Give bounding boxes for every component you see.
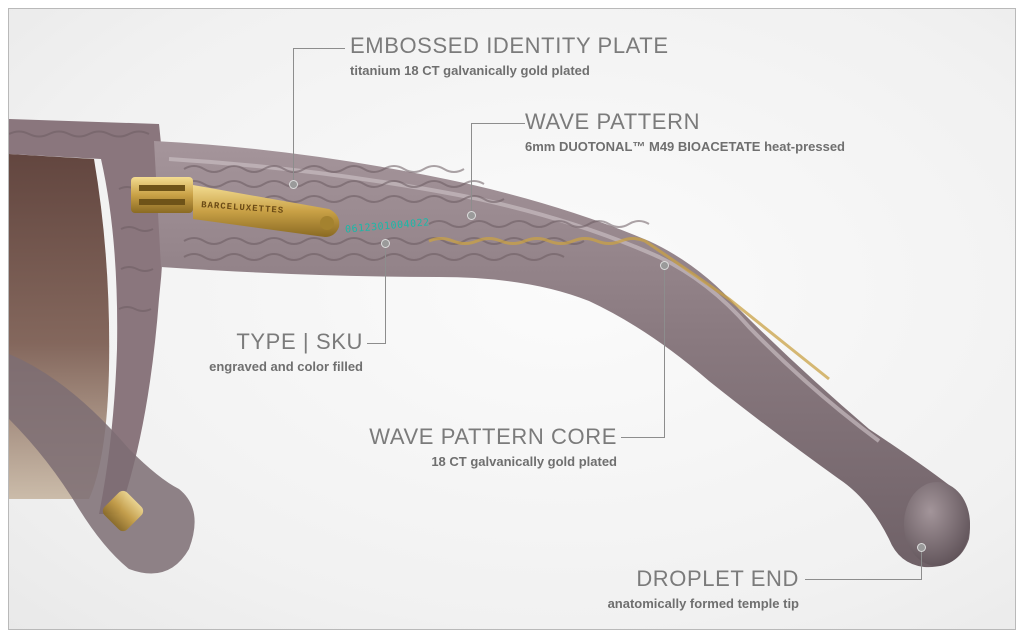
far-temple-arm: [9, 354, 195, 574]
callout-wave-pattern: WAVE PATTERN 6mm DUOTONAL™ M49 BIOACETAT…: [525, 109, 845, 154]
far-temple-gold-plate: [102, 490, 144, 532]
callout-subtitle: 6mm DUOTONAL™ M49 BIOACETATE heat-presse…: [525, 139, 845, 154]
callout-droplet-end: DROPLET END anatomically formed temple t…: [549, 566, 799, 611]
leader-dot-sku: [381, 239, 390, 248]
callout-wave-pattern-core: WAVE PATTERN CORE 18 CT galvanically gol…: [349, 424, 617, 469]
leader-sku-h: [367, 343, 386, 344]
callout-title: DROPLET END: [636, 566, 799, 591]
callout-title: WAVE PATTERN: [525, 109, 701, 134]
callout-subtitle: engraved and color filled: [209, 359, 363, 374]
leader-sku-v: [385, 243, 386, 343]
temple-arm: [154, 141, 970, 568]
leader-core-v: [664, 265, 665, 437]
wave-pattern-core: [428, 237, 830, 381]
callout-title: WAVE PATTERN CORE: [369, 424, 617, 449]
leader-dot-embossed: [289, 180, 298, 189]
leader-embossed-h: [293, 48, 345, 49]
leader-dot-wave: [467, 211, 476, 220]
leader-droplet-v: [921, 547, 922, 580]
droplet-end: [904, 482, 970, 566]
product-photo-frame: BARCELUXETTES 0612301004022 EMBOSSED IDE…: [8, 8, 1016, 630]
callout-title: TYPE | SKU: [236, 329, 363, 354]
identity-plate: [193, 185, 340, 237]
leader-droplet-h: [805, 579, 922, 580]
hinge: [131, 177, 193, 213]
callout-subtitle: anatomically formed temple tip: [607, 596, 799, 611]
leader-embossed-v: [293, 48, 294, 183]
callout-subtitle: 18 CT galvanically gold plated: [431, 454, 617, 469]
frame-front: [9, 119, 164, 514]
leader-wave-v: [471, 123, 472, 213]
temple-highlight: [168, 157, 881, 443]
callout-subtitle: titanium 18 CT galvanically gold plated: [350, 63, 590, 78]
sunglasses-photo: [9, 119, 970, 574]
callout-type-sku: TYPE | SKU engraved and color filled: [159, 329, 363, 374]
callout-embossed-identity-plate: EMBOSSED IDENTITY PLATE titanium 18 CT g…: [350, 33, 669, 78]
leader-dot-droplet: [917, 543, 926, 552]
leader-dot-core: [660, 261, 669, 270]
leader-wave-h: [471, 123, 525, 124]
callout-title: EMBOSSED IDENTITY PLATE: [350, 33, 669, 58]
leader-core-h: [621, 437, 665, 438]
